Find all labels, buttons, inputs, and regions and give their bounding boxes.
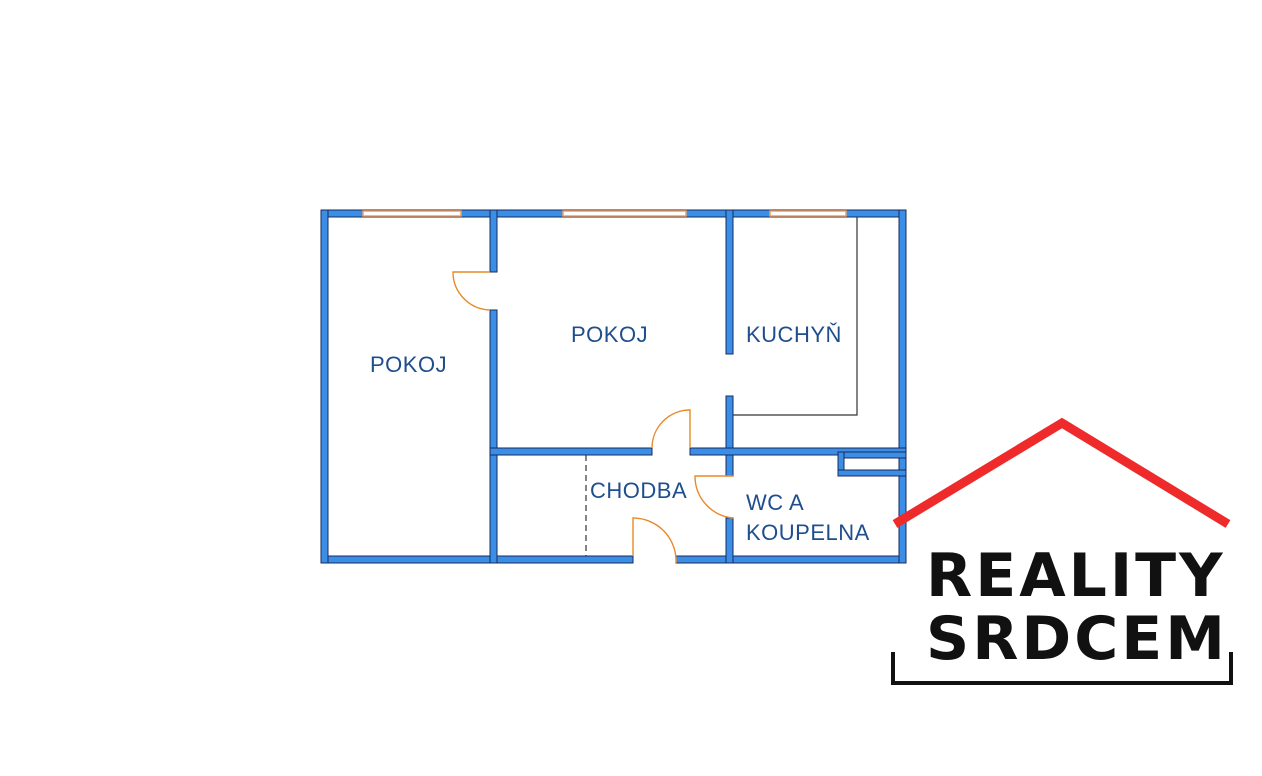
wall-left (320, 209, 329, 564)
wall-partition-kitchen-upper (725, 209, 734, 355)
wall-partition-left-lower (489, 309, 498, 564)
wall-bottom-left (320, 555, 634, 564)
walls (320, 209, 907, 564)
kitchen-counter (733, 217, 858, 416)
wall-partition-left-upper (489, 209, 498, 273)
windows (362, 210, 847, 217)
room-label-bathroom-line2: KOUPELNA (746, 520, 870, 545)
door-center-room (651, 409, 691, 449)
wall-shaft-top (837, 451, 907, 459)
logo-bracket-icon (891, 652, 1233, 685)
wall-bottom-right (675, 555, 907, 564)
wall-hall-top-left (489, 447, 653, 456)
door-left-room (452, 271, 491, 311)
window-kitchen (769, 210, 847, 217)
door-entrance (632, 517, 677, 564)
company-logo: REALITY SRDCEM (891, 417, 1233, 685)
wall-shaft-bottom (837, 469, 907, 477)
room-label-center: POKOJ (571, 322, 648, 347)
wall-right (898, 209, 907, 564)
logo-text-line1: REALITY (926, 541, 1226, 611)
doors (452, 271, 734, 564)
logo-roof-icon (892, 417, 1231, 528)
room-label-hallway: CHODBA (590, 478, 687, 503)
room-labels: POKOJ POKOJ KUCHYŇ CHODBA WC A KOUPELNA (370, 322, 870, 545)
wall-partition-kitchen-lower (725, 395, 734, 477)
room-label-kitchen: KUCHYŇ (746, 322, 842, 347)
logo-text-line2: SRDCEM (926, 604, 1228, 674)
window-center-room (562, 210, 687, 217)
door-bathroom (694, 475, 734, 519)
window-left-room (362, 210, 462, 217)
wall-partition-bath (725, 517, 734, 564)
room-label-bathroom-line1: WC A (746, 490, 804, 515)
room-label-left: POKOJ (370, 352, 447, 377)
